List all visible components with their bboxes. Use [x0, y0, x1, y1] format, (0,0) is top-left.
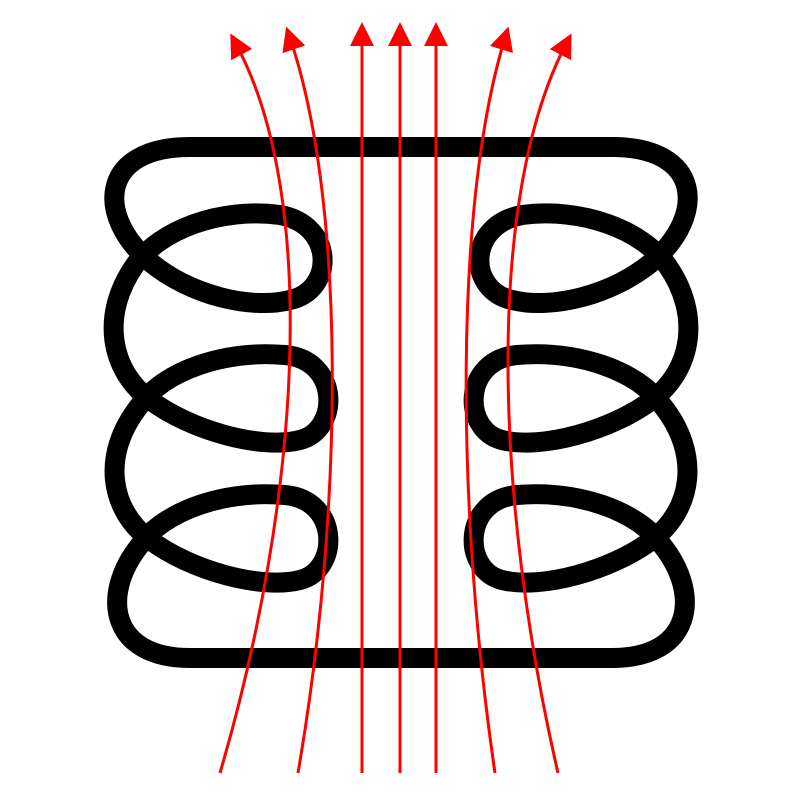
field-line-outer-right — [506, 33, 572, 774]
field-line-inner-left — [282, 26, 334, 774]
coil-right-half — [382, 137, 699, 668]
magnetic-field-lines — [218, 21, 572, 774]
field-line-outer-left — [218, 33, 292, 774]
field-line-inner-right — [464, 26, 513, 774]
